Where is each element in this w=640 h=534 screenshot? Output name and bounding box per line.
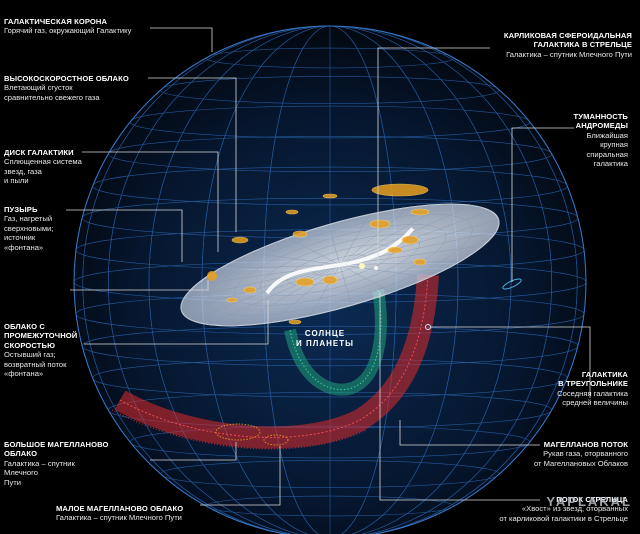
label-sagittarius-dwarf: КАРЛИКОВАЯ СФЕРОИДАЛЬНАЯ ГАЛАКТИКА В СТР… xyxy=(504,31,632,59)
label-magellanic-stream: МАГЕЛЛАНОВ ПОТОК Рукав газа, оторванного… xyxy=(534,440,628,468)
gas-cloud xyxy=(292,230,308,238)
gas-cloud xyxy=(285,209,299,215)
disk-spoke xyxy=(339,264,430,278)
gas-cloud xyxy=(387,246,403,254)
label-large-magellanic-cloud: БОЛЬШОЕ МАГЕЛЛАНОВО ОБЛАКО Галактика – с… xyxy=(4,440,109,487)
sun-marker xyxy=(359,263,365,269)
label-desc: Сплющенная система звезд, газа и пыли xyxy=(4,157,82,186)
label-galactic-disk: ДИСК ГАЛАКТИКИ Сплющенная система звезд,… xyxy=(4,148,82,186)
label-desc: Влетающий сгусток сравнительно свежего г… xyxy=(4,83,100,102)
disk-spoke xyxy=(181,264,341,311)
label-desc: Галактика – спутник Млечного Пути xyxy=(56,513,182,523)
disk-spoke xyxy=(270,264,341,323)
label-desc: Галактика – спутник Млечного Пути xyxy=(4,458,75,487)
grid-longitude xyxy=(82,26,578,534)
sagittarius-dwarf-marker xyxy=(374,266,378,270)
disk-spoke xyxy=(339,214,371,266)
label-bubble: ПУЗЫРЬ Газ, нагретый сверхновыми; источн… xyxy=(4,205,53,252)
label-desc: Остывший газ; возвратный поток «фонтана» xyxy=(4,350,67,379)
label-title: ОБЛАКО С ПРОМЕЖУТОЧНОЙ СКОРОСТЬЮ xyxy=(4,322,78,350)
label-title: ГАЛАКТИЧЕСКАЯ КОРОНА xyxy=(4,17,108,26)
disk-spoke xyxy=(339,207,410,266)
gas-cloud xyxy=(413,258,427,266)
gas-cloud xyxy=(322,275,338,285)
small-magellanic-cloud xyxy=(263,434,289,446)
label-andromeda: ТУМАННОСТЬ АНДРОМЕДЫ Ближайшая крупная с… xyxy=(574,112,628,168)
label-sun-and-planets: СОЛНЦЕ И ПЛАНЕТЫ xyxy=(296,329,354,349)
label-title: КАРЛИКОВАЯ СФЕРОИДАЛЬНАЯ ГАЛАКТИКА В СТР… xyxy=(503,31,632,50)
gas-cloud xyxy=(410,208,430,216)
gas-cloud xyxy=(226,297,238,303)
sagittarius-stream xyxy=(284,288,387,396)
andromeda-marker xyxy=(502,278,522,290)
disk-spoke xyxy=(328,224,341,266)
leader-lines xyxy=(66,27,591,506)
label-title: МАГЕЛЛАНОВ ПОТОК xyxy=(543,440,628,449)
grid-longitude xyxy=(107,26,553,534)
label-high-velocity-cloud: ВЫСОКОСКОРОСТНОЕ ОБЛАКО Влетающий сгусто… xyxy=(4,74,129,102)
label-desc: «Хвост» из звезд, оторванных от карликов… xyxy=(499,504,628,523)
label-desc: Рукав газа, оторванного от Магеллановых … xyxy=(534,449,628,468)
label-desc: Соседняя галактика средней величины xyxy=(557,388,628,408)
label-small-magellanic-cloud: МАЛОЕ МАГЕЛЛАНОВО ОБЛАКО Галактика – спу… xyxy=(56,504,183,523)
gas-cloud xyxy=(401,235,419,245)
disk-spoke xyxy=(189,264,341,320)
gas-clouds xyxy=(226,183,430,325)
label-desc: Горячий газ, окружающий Галактику xyxy=(4,26,132,36)
grid-longitude xyxy=(148,26,512,534)
watermark: YAPLAKAL xyxy=(546,494,632,509)
label-sagittarius-stream: ПОТОК СТРЕЛЬЦА «Хвост» из звезд, оторван… xyxy=(499,495,628,523)
bubble-marker xyxy=(207,271,217,281)
label-title: МАЛОЕ МАГЕЛЛАНОВО ОБЛАКО xyxy=(56,504,184,513)
disk-spoke xyxy=(250,252,341,266)
label-triangulum: ГАЛАКТИКА В ТРЕУГОЛЬНИКЕ Соседняя галакт… xyxy=(557,370,628,408)
label-title: ВЫСОКОСКОРОСТНОЕ ОБЛАКО xyxy=(4,74,129,83)
magellanic-stream xyxy=(111,274,439,450)
label-desc: Газ, нагретый сверхновыми; источник «фон… xyxy=(4,214,54,252)
label-title: ГАЛАКТИКА В ТРЕУГОЛЬНИКЕ xyxy=(558,370,628,389)
label-title: СОЛНЦЕ И ПЛАНЕТЫ xyxy=(296,329,354,348)
disk-spoke xyxy=(235,264,341,326)
disk-spoke xyxy=(339,245,484,266)
disk-spoke xyxy=(339,264,352,306)
gas-cloud xyxy=(288,319,302,325)
label-title: ПОТОК СТРЕЛЬЦА xyxy=(556,495,628,504)
gas-cloud xyxy=(243,286,257,294)
gas-cloud xyxy=(295,277,315,287)
disk-spoke xyxy=(208,264,341,325)
disk-spoke xyxy=(287,237,341,266)
gas-cloud xyxy=(322,193,338,199)
gas-cloud xyxy=(369,219,391,229)
disk-spoke xyxy=(339,264,393,293)
disk-spoke xyxy=(219,264,341,269)
label-desc: Галактика – спутник Млечного Пути xyxy=(506,49,632,59)
label-desc: Ближайшая крупная спиральная галактика xyxy=(586,130,628,169)
label-title: БОЛЬШОЕ МАГЕЛЛАНОВО ОБЛАКО xyxy=(4,440,109,459)
label-title: ТУМАННОСТЬ АНДРОМЕДЫ xyxy=(573,112,628,131)
label-galactic-corona: ГАЛАКТИЧЕСКАЯ КОРОНА Горячий газ, окружа… xyxy=(4,17,131,36)
disk-spoke xyxy=(309,264,341,316)
gas-cloud xyxy=(231,236,249,244)
label-intermediate-velocity-cloud: ОБЛАКО С ПРОМЕЖУТОЧНОЙ СКОРОСТЬЮ Остывши… xyxy=(4,322,77,378)
gas-cloud xyxy=(371,183,429,197)
label-title: ПУЗЫРЬ xyxy=(4,205,38,214)
label-title: ДИСК ГАЛАКТИКИ xyxy=(4,148,74,157)
large-magellanic-cloud xyxy=(215,423,261,441)
